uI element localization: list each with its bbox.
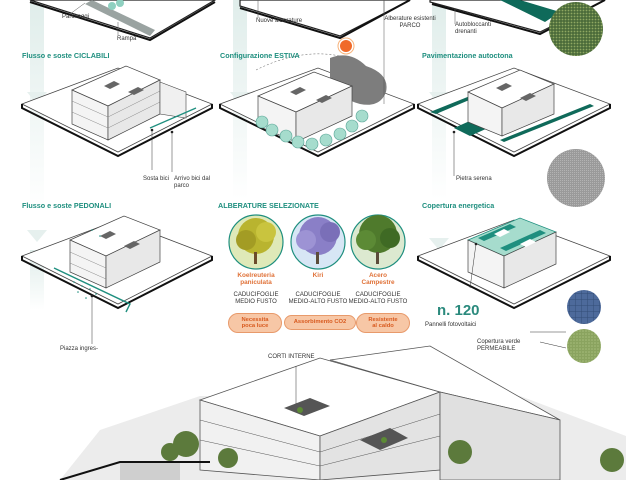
label-arrivo-bici: Arrivo bici dal parco <box>174 176 210 190</box>
heading-config-estiva: Configurazione ESTIVA <box>220 51 300 60</box>
bike-flow-diagram <box>21 65 213 172</box>
tree-3-name-line1: Acero <box>368 272 388 279</box>
tree-desc-1: CADUCIFOGLIE MEDIO FUSTO <box>226 292 286 306</box>
label-permeabile: PERMEABILE <box>477 345 516 352</box>
tree-2-name-line1: Kiri <box>312 272 324 279</box>
heading-flusso-pedonali: Flusso e soste PEDONALI <box>22 201 112 210</box>
panel-count: n. 120 <box>437 302 480 319</box>
label-copertura-verde-line1: Copertura verde <box>477 339 521 345</box>
top-left-diagram <box>29 0 217 42</box>
texture-swatch-pv <box>567 290 601 324</box>
tree-1-name-line1: Koelreuteria <box>237 272 275 279</box>
label-alberature-esistenti-line1: Alberature esistenti <box>384 16 436 22</box>
pill-3-line2: al caldo <box>372 323 394 329</box>
tree-1-desc-line1: CADUCIFOGLIE <box>233 292 279 298</box>
label-arrivo-bici-line2: parco <box>174 182 190 189</box>
label-drenanti: drenanti <box>455 28 477 35</box>
pill-3-line1: Resistente <box>368 316 398 323</box>
heading-pavimentazione: Pavimentazione autoctona <box>422 51 513 60</box>
texture-swatch-autobloccanti <box>549 2 603 56</box>
tree-2-desc-line2: MEDIO-ALTO FUSTO <box>288 298 348 305</box>
tree-koelreuteria <box>228 214 284 270</box>
pill-assorbimento-co2: Assorbimento CO2 <box>284 315 356 330</box>
right-column-arrow <box>429 0 449 250</box>
tree-acero <box>350 214 406 270</box>
label-parcheggi: Parcheggi <box>62 14 90 20</box>
label-corti-interne: CORTI INTERNE <box>268 354 315 360</box>
heading-copertura-energetica: Copertura energetica <box>422 201 495 210</box>
tree-1-desc-line2: MEDIO FUSTO <box>235 298 277 305</box>
pill-1-line1: Necessita <box>241 316 269 323</box>
tree-desc-2: CADUCIFOGLIE MEDIO-ALTO FUSTO <box>286 292 350 306</box>
label-arrivo-bici-line1: Arrivo bici dal <box>174 176 211 182</box>
label-nuove-alberature: Nuove alberature <box>256 18 303 24</box>
tree-3-desc-line2: MEDIO-ALTO FUSTO <box>348 298 408 305</box>
label-pietra-serena: Pietra serena <box>456 176 492 182</box>
label-piazza-ingresso: Piazza ingres- <box>60 346 99 352</box>
tree-3-desc-line1: CADUCIFOGLIE <box>355 292 401 298</box>
tree-1-name-line2: paniculata <box>240 279 272 287</box>
tree-3-name-line2: Campestre <box>361 279 395 287</box>
label-copertura-verde: Copertura verde PERMEABILE <box>477 339 520 353</box>
energy-roof-diagram <box>417 217 611 310</box>
label-autobloccanti-line1: Autobloccanti <box>455 22 492 28</box>
label-autobloccanti: Autobloccanti drenanti <box>455 22 491 36</box>
pill-2-line1: Assorbimento CO2 <box>293 319 347 326</box>
tree-name-3: Acero Campestre <box>348 272 408 286</box>
label-parco: PARCO <box>399 22 421 29</box>
tree-name-1: Koelreuteria paniculata <box>226 272 286 286</box>
sun-icon <box>340 40 352 52</box>
heading-flusso-ciclabili: Flusso e soste CICLABILI <box>22 51 110 60</box>
tree-kiri <box>290 214 346 270</box>
label-pannelli: Pannelli fotovoltaici <box>425 322 477 328</box>
texture-swatch-grass <box>567 329 601 363</box>
heading-alberature-selezionate: ALBERATURE SELEZIONATE <box>218 201 319 210</box>
pill-necessita-poca-luce: Necessita poca luce <box>228 313 282 333</box>
main-axonometric-building <box>59 345 626 480</box>
summer-config-diagram <box>218 0 415 158</box>
tree-desc-3: CADUCIFOGLIE MEDIO-ALTO FUSTO <box>346 292 410 306</box>
pedestrian-flow-diagram <box>21 215 213 344</box>
paving-diagram <box>417 67 611 176</box>
label-rampa: Rampa <box>117 36 137 42</box>
pill-resistente-caldo: Resistente al caldo <box>356 313 410 333</box>
tree-name-2: Kiri <box>288 272 348 279</box>
tree-2-desc-line1: CADUCIFOGLIE <box>295 292 341 298</box>
label-alberature-esistenti: Alberature esistenti PARCO <box>379 16 441 30</box>
pill-1-line2: poca luce <box>241 323 269 329</box>
label-sosta-bici: Sosta bici <box>143 176 170 182</box>
texture-swatch-pietra <box>547 149 605 207</box>
